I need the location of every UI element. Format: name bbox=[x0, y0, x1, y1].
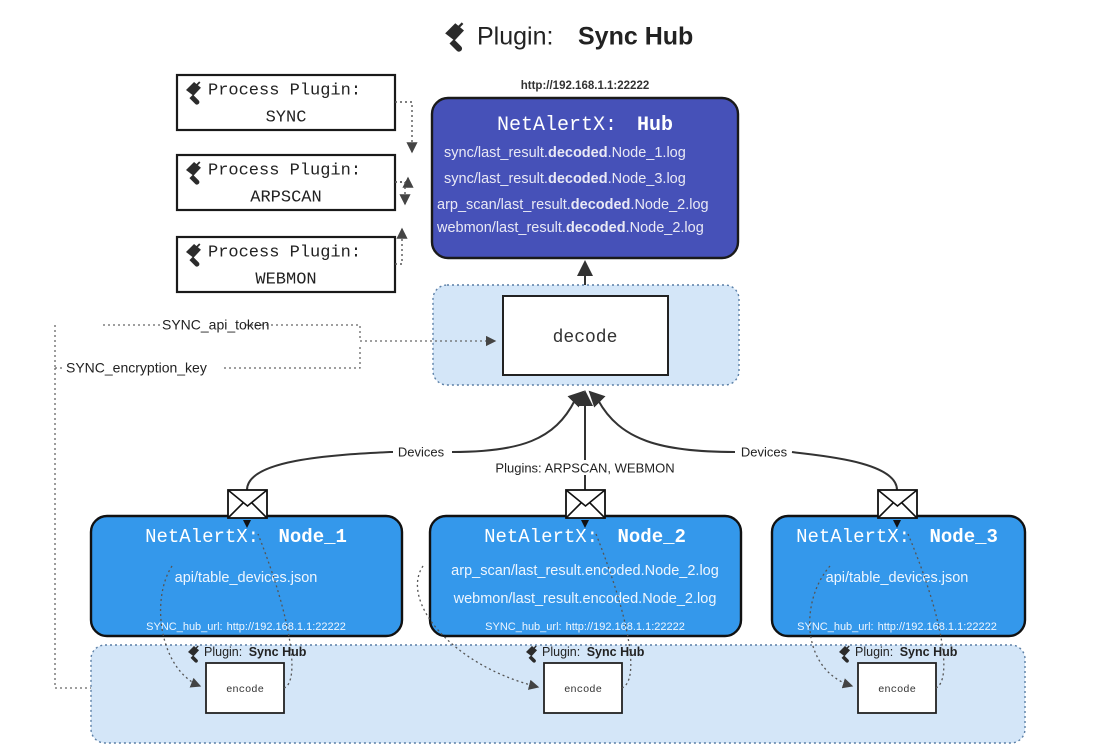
plugin-to-hub-connectors bbox=[395, 101, 418, 265]
node-to-decode-edges bbox=[246, 392, 898, 491]
hub-log-line-3: webmon/last_result.decoded.Node_2.log bbox=[436, 220, 704, 236]
hub-app-label: NetAlertX: bbox=[497, 114, 617, 137]
node-3-hub-url: SYNC_hub_url:http://192.168.1.1:22222 bbox=[797, 621, 997, 633]
encoder-3-box-label: encode bbox=[878, 684, 916, 696]
svg-text:NetAlertX: Node_3: NetAlertX: Node_3 bbox=[796, 526, 998, 548]
process-plugin-label-0: Process Plugin: bbox=[208, 81, 361, 100]
node-2-file-1: webmon/last_result.encoded.Node_2.log bbox=[453, 591, 717, 607]
svg-text:Plugin: Sync Hub: Plugin: Sync Hub bbox=[204, 645, 307, 659]
node-2-file-0: arp_scan/last_result.encoded.Node_2.log bbox=[451, 563, 719, 579]
decode-panel: decode bbox=[432, 284, 740, 386]
envelope-icon bbox=[565, 489, 606, 519]
encoder-3[interactable]: Plugin: Sync Hub encode bbox=[838, 645, 958, 714]
envelope-icon bbox=[877, 489, 918, 519]
encoder-3-name: Sync Hub bbox=[900, 645, 958, 659]
encode-loop-connectors bbox=[160, 533, 945, 690]
node-2-app: NetAlertX: bbox=[484, 526, 598, 548]
edge-label-devices-left: Devices bbox=[398, 444, 445, 459]
encoder-1[interactable]: Plugin: Sync Hub encode bbox=[187, 645, 307, 714]
process-plugin-sync[interactable]: Process Plugin: SYNC bbox=[175, 73, 397, 132]
decode-box-label: decode bbox=[553, 328, 618, 348]
hub-url-label: http://192.168.1.1:22222 bbox=[521, 80, 650, 92]
node-3[interactable]: NetAlertX: Node_3 api/table_devices.json… bbox=[770, 514, 1027, 638]
node-3-name: Node_3 bbox=[930, 526, 998, 548]
node-3-app: NetAlertX: bbox=[796, 526, 910, 548]
secret-api-token-label: SYNC_api_token bbox=[162, 317, 269, 333]
hub-log-line-1: sync/last_result.decoded.Node_3.log bbox=[444, 171, 686, 187]
encoder-1-name: Sync Hub bbox=[249, 645, 307, 659]
process-plugin-webmon[interactable]: Process Plugin: WEBMON bbox=[175, 235, 397, 294]
envelope-icon bbox=[227, 489, 268, 519]
process-plugin-label-1: Process Plugin: bbox=[208, 161, 361, 180]
process-plugin-arpscan[interactable]: Process Plugin: ARPSCAN bbox=[175, 153, 397, 212]
svg-text:NetAlertX: Node_1: NetAlertX: Node_1 bbox=[145, 526, 347, 548]
encoder-2-name: Sync Hub bbox=[587, 645, 645, 659]
edge-label-devices-right: Devices bbox=[741, 444, 788, 459]
node-1-app: NetAlertX: bbox=[145, 526, 259, 548]
hub-name-label: Hub bbox=[637, 114, 673, 137]
process-plugin-name-2: WEBMON bbox=[255, 270, 316, 289]
node-2-hub-url: SYNC_hub_url:http://192.168.1.1:22222 bbox=[485, 621, 685, 633]
node-1-file-0: api/table_devices.json bbox=[175, 570, 318, 586]
secret-encryption-key-label: SYNC_encryption_key bbox=[66, 360, 207, 376]
svg-text:http://192.168.1.1:22222: http://192.168.1.1:22222 bbox=[521, 80, 650, 92]
process-plugin-name-1: ARPSCAN bbox=[250, 188, 321, 207]
encoder-3-prefix: Plugin: bbox=[855, 645, 893, 659]
edge-label-plugins: Plugins: ARPSCAN, WEBMON bbox=[495, 460, 674, 475]
hub-log-line-2: arp_scan/last_result.decoded.Node_2.log bbox=[437, 197, 709, 213]
node-1-name: Node_1 bbox=[279, 526, 347, 548]
encoder-1-prefix: Plugin: bbox=[204, 645, 242, 659]
node-3-file-0: api/table_devices.json bbox=[826, 570, 969, 586]
encoder-2-prefix: Plugin: bbox=[542, 645, 580, 659]
page-title: Plugin: Sync Hub bbox=[443, 22, 693, 53]
hub-log-line-0: sync/last_result.decoded.Node_1.log bbox=[444, 145, 686, 161]
hub-box[interactable]: NetAlertX: Hub sync/last_result.decoded.… bbox=[430, 96, 740, 260]
process-plugin-label-2: Process Plugin: bbox=[208, 243, 361, 262]
node-2-name: Node_2 bbox=[618, 526, 686, 548]
encoder-1-box-label: encode bbox=[226, 684, 264, 696]
title-prefix: Plugin: bbox=[477, 23, 553, 51]
title-name: Sync Hub bbox=[578, 23, 693, 51]
svg-text:Plugin: Sync Hub: Plugin: Sync Hub bbox=[855, 645, 958, 659]
node-1[interactable]: NetAlertX: Node_1 api/table_devices.json… bbox=[89, 514, 404, 638]
svg-text:NetAlertX: Node_2: NetAlertX: Node_2 bbox=[484, 526, 686, 548]
svg-text:NetAlertX: Hub: NetAlertX: Hub bbox=[497, 114, 673, 137]
node-envelope-arrows bbox=[243, 520, 901, 528]
svg-text:Plugin: Sync Hub: Plugin: Sync Hub bbox=[542, 645, 645, 659]
node-2[interactable]: NetAlertX: Node_2 arp_scan/last_result.e… bbox=[428, 514, 743, 638]
node-1-hub-url: SYNC_hub_url:http://192.168.1.1:22222 bbox=[146, 621, 346, 633]
encoder-2-box-label: encode bbox=[564, 684, 602, 696]
process-plugin-name-0: SYNC bbox=[266, 108, 307, 127]
